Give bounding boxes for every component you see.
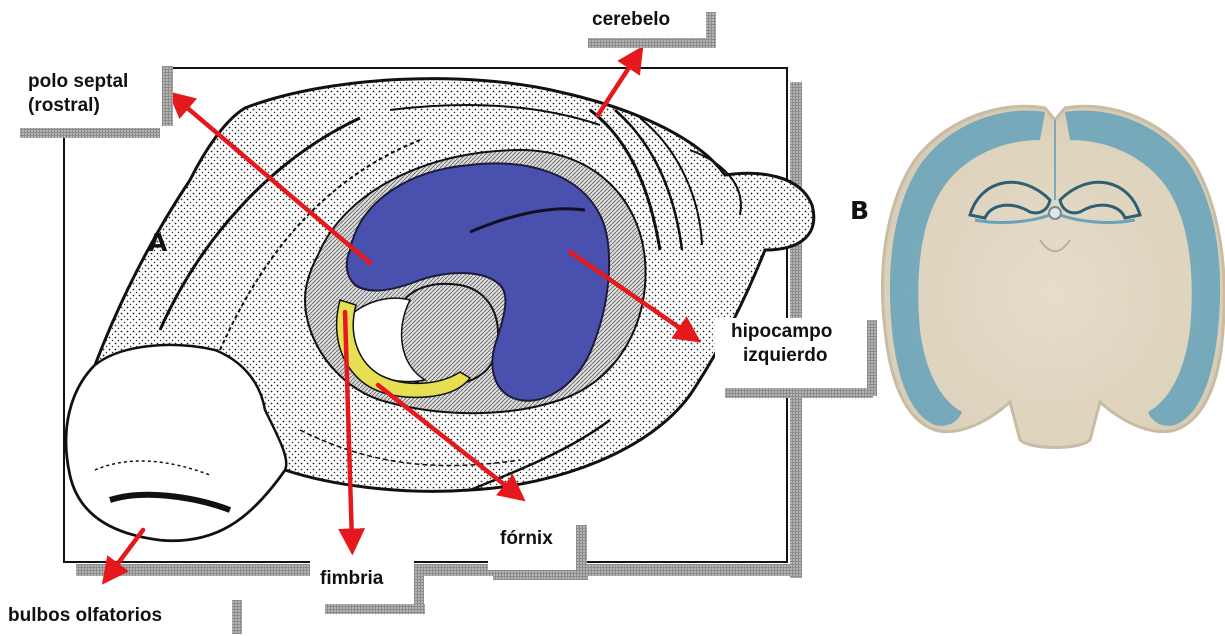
panel-label-b: B: [850, 196, 869, 225]
label-polo-septal-line2: (rostral): [28, 94, 128, 118]
label-polo-septal: polo septal (rostral): [28, 70, 128, 118]
label-cerebelo: cerebelo: [592, 8, 670, 32]
label-bulbos-olfatorios: bulbos olfatorios: [8, 604, 162, 628]
brain-illustration: [66, 79, 814, 541]
arrow-cerebelo: [598, 57, 636, 115]
label-hipocampo-line2: izquierdo: [731, 344, 832, 368]
label-fimbria: fimbria: [320, 567, 383, 591]
label-polo-septal-line1: polo septal: [28, 70, 128, 94]
label-fornix: fórnix: [500, 527, 553, 551]
panel-label-a: A: [148, 228, 167, 257]
coronal-section-image: [883, 106, 1225, 447]
label-hipocampo: hipocampo izquierdo: [731, 320, 832, 368]
label-hipocampo-line1: hipocampo: [731, 320, 832, 344]
